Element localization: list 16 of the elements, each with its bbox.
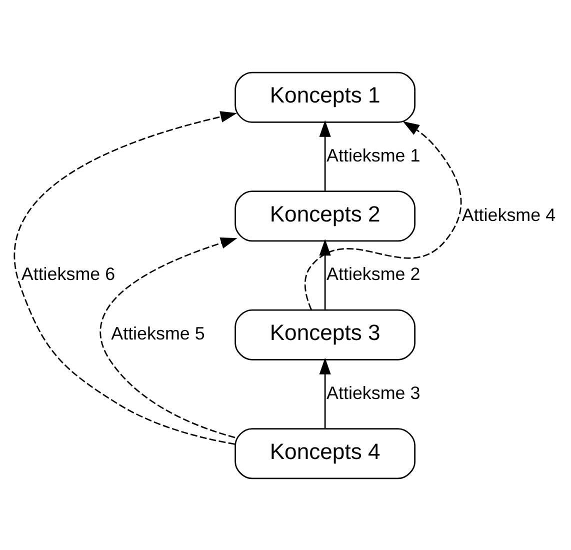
edge-label: Attieksme 4 bbox=[462, 204, 556, 224]
arrow bbox=[319, 238, 331, 309]
arrow bbox=[100, 236, 238, 438]
edge-label: Attieksme 6 bbox=[21, 264, 116, 284]
node-box: Koncepts 3 bbox=[234, 308, 416, 360]
node-box: Koncepts 1 bbox=[234, 71, 416, 122]
arrow bbox=[14, 110, 238, 444]
edge-label: Attieksme 5 bbox=[111, 323, 205, 344]
arrow bbox=[319, 120, 331, 190]
edge-label: Attieksme 3 bbox=[326, 382, 420, 402]
node-box: Koncepts 2 bbox=[234, 190, 416, 242]
edge-label: Attieksme 1 bbox=[326, 144, 420, 165]
arrow bbox=[319, 357, 331, 428]
arrow bbox=[304, 120, 462, 310]
edge-label: Attieksme 2 bbox=[326, 264, 420, 284]
node-box: Koncepts 4 bbox=[234, 428, 416, 479]
